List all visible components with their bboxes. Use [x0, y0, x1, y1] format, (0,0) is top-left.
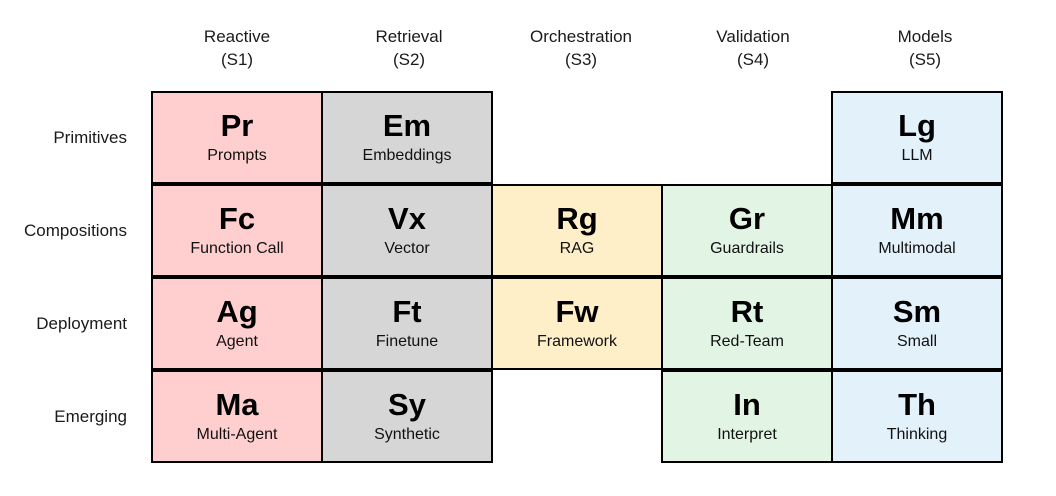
grid-row-compositions: Fc Function Call Vx Vector Rg RAG Gr Gua… — [151, 184, 1011, 277]
cell-rt[interactable]: Rt Red-Team — [661, 277, 833, 370]
cell-sy-name: Synthetic — [374, 426, 440, 444]
cell-mm-symbol: Mm — [890, 200, 944, 236]
cell-rt-name: Red-Team — [710, 333, 784, 351]
cell-em-name: Embeddings — [362, 147, 452, 165]
column-header-row: Reactive (S1) Retrieval (S2) Orchestrati… — [151, 26, 1011, 88]
column-header-s4: Validation (S4) — [667, 26, 839, 88]
cell-fw-symbol: Fw — [555, 293, 599, 329]
cell-pr-symbol: Pr — [220, 107, 254, 143]
cell-empty-orchestration-emerging — [491, 370, 663, 463]
cell-fc-symbol: Fc — [218, 200, 256, 236]
column-header-s3-name: Orchestration — [529, 27, 633, 46]
cell-gr-name: Guardrails — [710, 240, 784, 258]
cell-gr-symbol: Gr — [728, 200, 766, 236]
column-header-s1-code: (S1) — [220, 49, 254, 69]
cell-rg-name: RAG — [559, 240, 595, 258]
cell-rt-symbol: Rt — [730, 293, 764, 329]
cell-th-name: Thinking — [886, 426, 948, 444]
cell-sm-symbol: Sm — [892, 293, 942, 329]
cell-fc[interactable]: Fc Function Call — [151, 184, 323, 277]
cell-lg[interactable]: Lg LLM — [831, 91, 1003, 184]
cell-in-symbol: In — [733, 386, 761, 422]
column-header-s5: Models (S5) — [839, 26, 1011, 88]
column-header-s2: Retrieval (S2) — [323, 26, 495, 88]
column-header-s5-name: Models — [897, 27, 953, 46]
cell-mm[interactable]: Mm Multimodal — [831, 184, 1003, 277]
cell-em-symbol: Em — [382, 107, 432, 143]
cell-empty-orchestration-primitives — [491, 91, 663, 184]
cell-ma-name: Multi-Agent — [196, 426, 278, 444]
cell-th[interactable]: Th Thinking — [831, 370, 1003, 463]
column-header-s1: Reactive (S1) — [151, 26, 323, 88]
cell-fw-name: Framework — [536, 333, 617, 351]
cell-empty-validation-primitives — [661, 91, 833, 184]
cell-sy-symbol: Sy — [388, 386, 426, 422]
cell-pr[interactable]: Pr Prompts — [151, 91, 323, 184]
row-label-column: Primitives Compositions Deployment Emerg… — [0, 91, 140, 463]
grid-row-deployment: Ag Agent Ft Finetune Fw Framework Rt Red… — [151, 277, 1011, 370]
grid-row-emerging: Ma Multi-Agent Sy Synthetic In Interpret… — [151, 370, 1011, 463]
row-label-deployment: Deployment — [36, 313, 127, 333]
row-label-compositions: Compositions — [24, 220, 127, 240]
column-header-s2-code: (S2) — [392, 49, 426, 69]
cell-ag[interactable]: Ag Agent — [151, 277, 323, 370]
grid-row-primitives: Pr Prompts Em Embeddings Lg LLM — [151, 91, 1011, 184]
cell-ag-symbol: Ag — [216, 293, 258, 329]
cell-ft-symbol: Ft — [392, 293, 422, 329]
cell-fw[interactable]: Fw Framework — [491, 277, 663, 370]
cell-gr[interactable]: Gr Guardrails — [661, 184, 833, 277]
row-label-primitives: Primitives — [53, 127, 127, 147]
cell-sm-name: Small — [896, 333, 937, 351]
cell-in[interactable]: In Interpret — [661, 370, 833, 463]
cell-ft[interactable]: Ft Finetune — [321, 277, 493, 370]
cell-mm-name: Multimodal — [878, 240, 956, 258]
cell-th-symbol: Th — [898, 386, 936, 422]
cell-rg-symbol: Rg — [556, 200, 598, 236]
column-header-s4-code: (S4) — [736, 49, 770, 69]
cell-pr-name: Prompts — [207, 147, 267, 165]
column-header-s5-code: (S5) — [908, 49, 942, 69]
cell-ft-name: Finetune — [375, 333, 439, 351]
cell-in-name: Interpret — [717, 426, 777, 444]
cell-sm[interactable]: Sm Small — [831, 277, 1003, 370]
column-header-s3: Orchestration (S3) — [495, 26, 667, 88]
cell-grid: Pr Prompts Em Embeddings Lg LLM Fc Funct… — [151, 91, 1011, 463]
cell-lg-name: LLM — [901, 147, 933, 165]
cell-vx[interactable]: Vx Vector — [321, 184, 493, 277]
cell-vx-symbol: Vx — [388, 200, 426, 236]
column-header-s2-name: Retrieval — [375, 27, 443, 46]
cell-sy[interactable]: Sy Synthetic — [321, 370, 493, 463]
cell-fc-name: Function Call — [190, 240, 284, 258]
cell-em[interactable]: Em Embeddings — [321, 91, 493, 184]
cell-ag-name: Agent — [216, 333, 258, 351]
cell-rg[interactable]: Rg RAG — [491, 184, 663, 277]
column-header-s1-name: Reactive — [203, 27, 271, 46]
column-header-s4-name: Validation — [716, 27, 790, 46]
column-header-s3-code: (S3) — [564, 49, 598, 69]
cell-ma[interactable]: Ma Multi-Agent — [151, 370, 323, 463]
cell-vx-name: Vector — [384, 240, 430, 258]
cell-lg-symbol: Lg — [898, 107, 936, 143]
row-label-emerging: Emerging — [54, 406, 127, 426]
cell-ma-symbol: Ma — [215, 386, 259, 422]
